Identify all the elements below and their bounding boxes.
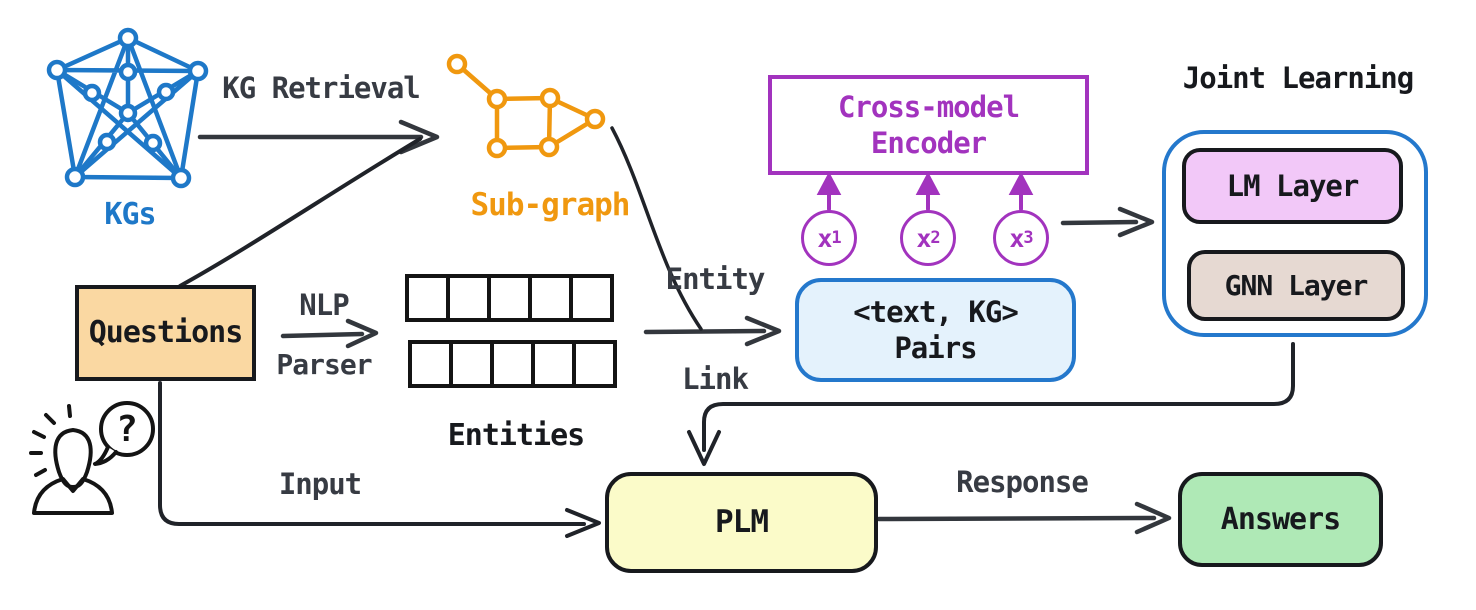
entity-link-line2: Link <box>682 361 749 396</box>
kg-retrieval-label: KG Retrieval <box>222 71 421 105</box>
arrow-entities-to-pairs <box>643 315 782 347</box>
token-x2-base: x <box>916 223 931 253</box>
response-label: Response <box>956 465 1089 499</box>
knowledge-graph-icon <box>46 27 209 189</box>
token-arrows <box>816 171 1034 211</box>
token-x1-base: x <box>817 223 832 253</box>
entity-link-label: Entity Link <box>652 196 778 463</box>
arrow-input-to-plm <box>158 381 601 538</box>
kgs-label: KGs <box>104 197 156 232</box>
joint-learning-title: Joint Learning <box>1182 61 1414 95</box>
questions-box: Questions <box>75 285 256 381</box>
subgraph-label: Sub-graph <box>470 187 631 223</box>
pairs-label-line2: Pairs <box>894 331 977 365</box>
subgraph-icon <box>446 53 606 159</box>
plm-box: PLM <box>605 472 878 573</box>
entity-grid-row1 <box>405 274 614 322</box>
entity-cell <box>405 274 450 322</box>
answers-box: Answers <box>1178 472 1383 567</box>
cross-model-encoder-box: Cross-model Encoder <box>768 75 1089 175</box>
text-kg-pairs-box: <text, KG> Pairs <box>795 278 1076 382</box>
user-question-icon: ? <box>29 401 155 515</box>
arrow-nlp-parser <box>280 318 379 349</box>
encoder-label-line2: Encoder <box>870 126 987 160</box>
token-x3-base: x <box>1009 223 1024 253</box>
question-mark-glyph: ? <box>116 409 138 450</box>
entity-cell <box>572 340 617 388</box>
entity-cell <box>449 340 494 388</box>
arrow-kg-retrieval <box>197 119 440 155</box>
encoder-label-line1: Cross-model <box>837 89 1020 124</box>
arrow-encoder-to-joint <box>1060 206 1155 238</box>
arrow-joint-to-plm <box>687 342 1295 466</box>
gnn-layer-box: GNN Layer <box>1187 250 1405 321</box>
pairs-label-line1: <text, KG> <box>853 294 1019 329</box>
curve-entity-link <box>610 126 703 331</box>
lm-layer-box: LM Layer <box>1182 148 1403 224</box>
nlp-label: NLP <box>299 288 349 322</box>
entity-grid-row2 <box>408 340 617 388</box>
entity-cell <box>569 274 614 322</box>
entity-cell <box>487 274 532 322</box>
entities-label: Entities <box>447 418 586 453</box>
arrow-response <box>876 501 1172 535</box>
entity-cell <box>490 340 535 388</box>
entity-cell <box>446 274 491 322</box>
entity-cell <box>531 340 576 388</box>
entity-link-line1: Entity <box>665 261 766 296</box>
parser-label: Parser <box>276 348 372 381</box>
curve-questions-to-retrieval <box>178 137 422 288</box>
input-label: Input <box>278 467 362 501</box>
entity-cell <box>408 340 453 388</box>
entity-cell <box>528 274 573 322</box>
